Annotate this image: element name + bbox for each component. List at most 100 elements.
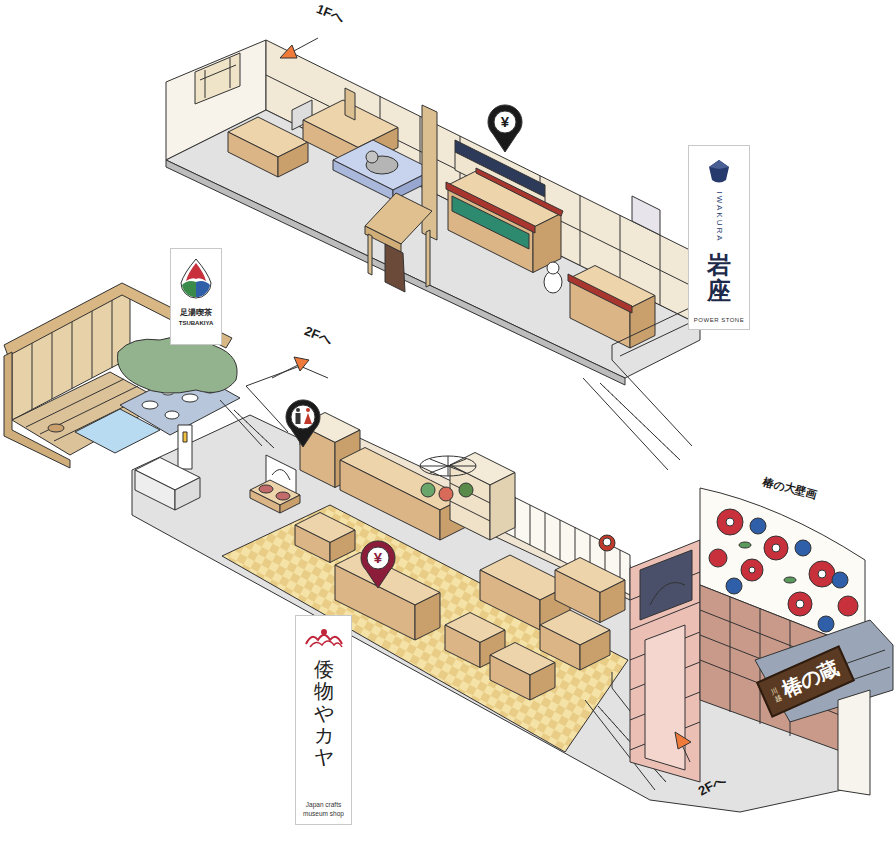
upper-floor-fixtures <box>426 230 430 287</box>
stairs-to-2f <box>234 410 274 448</box>
footbath-cafe <box>183 432 187 442</box>
stairs-to-1f <box>600 383 680 460</box>
cafe-logo <box>176 255 216 301</box>
shop-name: 足湯喫茶 <box>180 307 212 318</box>
shop-name-latin: TSUBAKIYA <box>179 320 213 326</box>
shop-sign: 足湯喫茶 TSUBAKIYA <box>170 248 222 345</box>
upper-floor-fixtures <box>368 234 372 275</box>
camellia-mural <box>796 600 804 608</box>
register-symbol: ¥ <box>374 550 382 567</box>
camellia-mural <box>755 620 893 722</box>
upper-floor-fixtures <box>228 132 278 177</box>
shop-name: 岩座 <box>707 252 731 305</box>
map-pins <box>286 105 522 588</box>
camellia-mural <box>709 549 727 567</box>
shop-fixtures <box>490 655 530 700</box>
map-pins <box>291 405 315 429</box>
camellia-mural <box>772 544 780 552</box>
camellia-mural <box>739 542 751 548</box>
shop-fixtures <box>600 580 625 623</box>
shop-logo <box>321 629 327 635</box>
shop-tagline: Japan crafts museum shop <box>299 793 348 818</box>
map-pins <box>306 408 310 412</box>
map-pins <box>296 413 301 424</box>
cafe-logo <box>181 259 211 298</box>
shop-fixtures <box>439 487 453 501</box>
upper-floor-fixtures <box>446 182 535 233</box>
shop-fixtures <box>450 465 490 540</box>
shop-fixtures <box>259 485 273 493</box>
camellia-mural <box>749 567 755 573</box>
cafe-logo <box>186 263 206 281</box>
camellia-mural <box>750 518 766 534</box>
shop-fixtures <box>420 456 476 476</box>
shop-fixtures <box>603 538 611 546</box>
upper-floor-fixtures <box>448 185 533 273</box>
map-pins <box>304 413 312 424</box>
footbath-cafe <box>142 401 158 409</box>
upper-floor-fixtures <box>547 262 559 274</box>
stone-logo <box>704 156 734 186</box>
shop-name-latin: IWAKURA <box>715 191 724 242</box>
upper-floor-fixtures <box>345 88 355 120</box>
direction-arrows <box>682 745 690 762</box>
direction-arrows <box>272 365 298 378</box>
camellia-mural <box>818 570 826 578</box>
stairs-to-1f <box>583 303 700 470</box>
direction-arrows <box>675 732 691 749</box>
footbath-cafe <box>182 394 198 402</box>
shop-fixtures <box>445 625 480 668</box>
cafe-logo <box>196 281 210 297</box>
map-pins <box>286 400 320 447</box>
shop-fixtures <box>415 593 440 641</box>
camellia-mural <box>795 540 811 556</box>
camellia-mural <box>838 596 858 616</box>
footbath-cafe <box>175 478 200 511</box>
shop-fixtures <box>272 470 290 480</box>
upper-floor <box>200 58 236 98</box>
footbath-cafe <box>48 424 64 432</box>
footbath-cafe <box>4 352 70 468</box>
register-symbol: ¥ <box>501 114 509 131</box>
shop-fixtures <box>490 473 515 541</box>
upper-floor-fixtures <box>366 151 378 163</box>
upper-floor-fixtures <box>630 296 655 349</box>
shop-fixtures <box>599 535 615 551</box>
cafe-logo <box>182 281 196 297</box>
stone-logo <box>709 160 729 183</box>
shop-fixtures <box>276 492 290 500</box>
map-pins <box>361 541 395 588</box>
camellia-mural <box>838 690 870 795</box>
shop-name: 倭物やカヤ <box>314 658 334 768</box>
direction-arrows <box>280 45 297 58</box>
map-pins <box>494 111 516 133</box>
camellia-mural <box>809 561 835 587</box>
direction-arrows <box>294 357 309 371</box>
stone-logo <box>704 156 734 186</box>
shop-fixtures <box>459 483 473 497</box>
upper-floor <box>166 40 700 385</box>
camellia-mural <box>726 518 734 526</box>
shop-fixtures <box>450 483 490 521</box>
shop-fixtures <box>480 570 540 630</box>
upper-floor-fixtures <box>476 168 563 216</box>
camellia-mural <box>832 572 848 588</box>
shop-sign: 倭物やカヤ Japan crafts museum shop <box>295 615 352 825</box>
map-pins <box>488 105 522 152</box>
footbath-cafe <box>135 470 175 510</box>
stairs-to-1f <box>583 303 700 470</box>
upper-floor-fixtures <box>568 274 632 313</box>
shop-fixtures <box>580 630 610 670</box>
arch-gate <box>630 540 700 782</box>
shop-tagline: POWER STONE <box>694 313 744 323</box>
board-subtitle: 川越 <box>770 686 783 703</box>
shop-fixtures <box>295 525 330 563</box>
cafe-logo <box>176 255 216 301</box>
camellia-mural <box>700 488 893 795</box>
arch-gate <box>630 540 700 782</box>
upper-floor-fixtures <box>385 244 405 292</box>
stairs-to-1f <box>600 383 680 460</box>
camellia-mural <box>764 536 788 560</box>
stairs-to-2f <box>220 366 680 790</box>
footbath-cafe <box>165 411 179 419</box>
